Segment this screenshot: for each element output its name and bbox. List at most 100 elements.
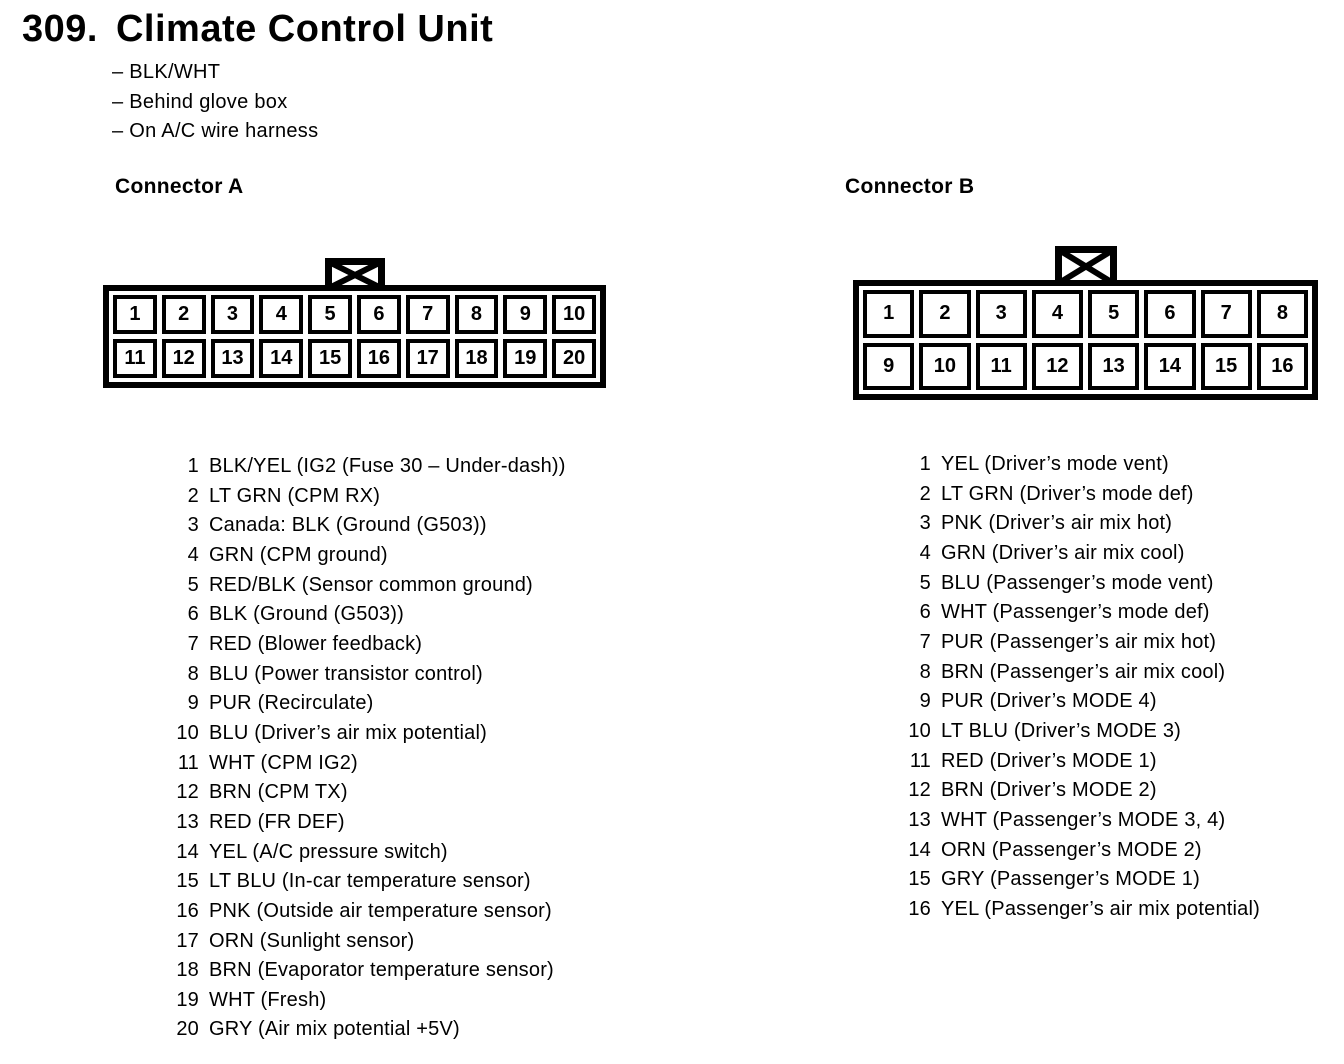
pin-row: 14 YEL (A/C pressure switch) (140, 838, 660, 868)
pin-cell: 3 (975, 290, 1027, 338)
pin-number: 8 (187, 662, 199, 685)
pin-cell: 15 (308, 339, 352, 378)
pin-cell: 13 (1088, 342, 1140, 390)
pin-cell: 13 (210, 339, 255, 378)
pin-row: 16 YEL (Passenger’s air mix potential) (872, 895, 1332, 925)
pin-number: 20 (176, 1018, 199, 1041)
pin-cell: 17 (405, 339, 450, 378)
pin-cell: 8 (454, 295, 499, 334)
pin-description: BLU (Driver’s air mix potential) (209, 721, 487, 744)
pin-cell: 8 (1256, 290, 1308, 338)
pin-number: 4 (187, 543, 199, 566)
pin-description: ORN (Passenger’s MODE 2) (941, 838, 1202, 861)
pin-number: 9 (187, 692, 199, 715)
pin-cell: 14 (1144, 342, 1196, 390)
pin-cell: 10 (919, 342, 971, 390)
pin-description: BRN (Evaporator temperature sensor) (209, 959, 554, 982)
pin-description: LT BLU (Driver’s MODE 3) (941, 719, 1182, 742)
pin-row: 5 BLU (Passenger’s mode vent) (872, 569, 1332, 599)
note-line: – BLK/WHT (112, 61, 221, 83)
pin-description: ORN (Sunlight sensor) (209, 929, 415, 952)
pin-number: 6 (919, 601, 931, 624)
pin-number: 7 (919, 630, 931, 653)
pin-cell: 12 (1031, 342, 1083, 390)
pin-number: 19 (176, 988, 199, 1011)
pin-cell: 10 (552, 295, 596, 334)
pin-number: 12 (176, 781, 199, 804)
page-title: 309.Climate Control Unit (22, 8, 493, 51)
pin-cell: 19 (503, 339, 548, 378)
pin-cell: 18 (454, 339, 499, 378)
pin-row: 9 PUR (Driver’s MODE 4) (872, 687, 1332, 717)
pin-row: 13 WHT (Passenger’s MODE 3, 4) (872, 806, 1332, 836)
pin-number: 9 (919, 690, 931, 713)
pin-cell: 5 (308, 295, 352, 334)
pin-cell: 16 (356, 339, 401, 378)
pin-description: LT GRN (Driver’s mode def) (941, 482, 1194, 505)
pin-description: LT BLU (In-car temperature sensor) (209, 870, 531, 893)
pin-row: 5 RED/BLK (Sensor common ground) (140, 571, 660, 601)
pin-row: 19 WHT (Fresh) (140, 986, 660, 1016)
pin-row: 15 LT BLU (In-car temperature sensor) (140, 867, 660, 897)
pin-row: 6 WHT (Passenger’s mode def) (872, 598, 1332, 628)
pin-cell: 2 (919, 290, 971, 338)
pin-description: GRN (Driver’s air mix cool) (941, 541, 1185, 564)
connector-a-diagram: 1 2 3 4 5 6 7 8 9 10 11 12 (103, 258, 606, 388)
pin-row: 18 BRN (Evaporator temperature sensor) (140, 956, 660, 986)
connector-a-heading: Connector A (115, 175, 244, 198)
pin-number: 15 (908, 868, 931, 891)
pin-number: 8 (919, 660, 931, 683)
pin-cell: 11 (975, 342, 1027, 390)
pin-row: 15 GRY (Passenger’s MODE 1) (872, 865, 1332, 895)
connector-b-heading: Connector B (845, 175, 975, 198)
pin-cell: 9 (503, 295, 548, 334)
pin-number: 7 (187, 632, 199, 655)
pin-description: BLK (Ground (G503)) (209, 603, 404, 626)
pin-row: 17 ORN (Sunlight sensor) (140, 927, 660, 957)
pin-number: 10 (908, 719, 931, 742)
pin-cell: 16 (1256, 342, 1308, 390)
pin-row: 2 LT GRN (Driver’s mode def) (872, 480, 1332, 510)
pin-description: RED (Blower feedback) (209, 632, 423, 655)
notes-list: – BLK/WHT – Behind glove box – On A/C wi… (112, 58, 318, 147)
pin-row: 20 GRY (Air mix potential +5V) (140, 1015, 660, 1045)
pin-row: 7 PUR (Passenger’s air mix hot) (872, 628, 1332, 658)
pin-description: PUR (Driver’s MODE 4) (941, 690, 1157, 713)
pin-description: PUR (Passenger’s air mix hot) (941, 630, 1217, 653)
pin-description: WHT (Passenger’s MODE 3, 4) (941, 808, 1226, 831)
pin-description: WHT (Fresh) (209, 988, 327, 1011)
pin-description: RED/BLK (Sensor common ground) (209, 573, 533, 596)
pin-number: 5 (187, 573, 199, 596)
pin-row: 4 GRN (Driver’s air mix cool) (872, 539, 1332, 569)
connector-a-pin-list: 1 BLK/YEL (IG2 (Fuse 30 – Under-dash)) 2… (140, 452, 660, 1045)
pin-row: 3 PNK (Driver’s air mix hot) (872, 509, 1332, 539)
pin-cell: 5 (1088, 290, 1140, 338)
pin-cell: 6 (1144, 290, 1196, 338)
pin-row: 8 BLU (Power transistor control) (140, 660, 660, 690)
pin-cell: 4 (259, 295, 304, 334)
connector-a-pin-grid: 1 2 3 4 5 6 7 8 9 10 11 12 (103, 285, 606, 388)
pin-cell: 2 (161, 295, 206, 334)
connector-key-tab-icon (1054, 246, 1117, 287)
pin-row: 12 BRN (Driver’s MODE 2) (872, 776, 1332, 806)
pin-row: 14 ORN (Passenger’s MODE 2) (872, 836, 1332, 866)
pin-description: BRN (CPM TX) (209, 781, 348, 804)
pin-cell: 9 (863, 342, 915, 390)
pin-description: YEL (Driver’s mode vent) (941, 453, 1169, 475)
pin-description: BLU (Passenger’s mode vent) (941, 571, 1214, 594)
pin-description: PUR (Recirculate) (209, 692, 374, 715)
pin-cell: 1 (113, 295, 157, 334)
pin-description: GRN (CPM ground) (209, 543, 388, 566)
pin-row: 10 LT BLU (Driver’s MODE 3) (872, 717, 1332, 747)
pin-row: 16 PNK (Outside air temperature sensor) (140, 897, 660, 927)
pin-row: 4 GRN (CPM ground) (140, 541, 660, 571)
pin-number: 1 (919, 453, 931, 475)
pin-description: BRN (Driver’s MODE 2) (941, 779, 1157, 802)
pin-cell: 3 (210, 295, 255, 334)
connector-b-pin-grid: 1 2 3 4 5 6 7 8 9 10 11 12 (853, 280, 1318, 400)
pin-cell: 7 (1200, 290, 1252, 338)
pin-description: BRN (Passenger’s air mix cool) (941, 660, 1226, 683)
pin-number: 4 (919, 541, 931, 564)
pin-cell: 14 (259, 339, 304, 378)
pin-description: YEL (Passenger’s air mix potential) (941, 897, 1260, 920)
